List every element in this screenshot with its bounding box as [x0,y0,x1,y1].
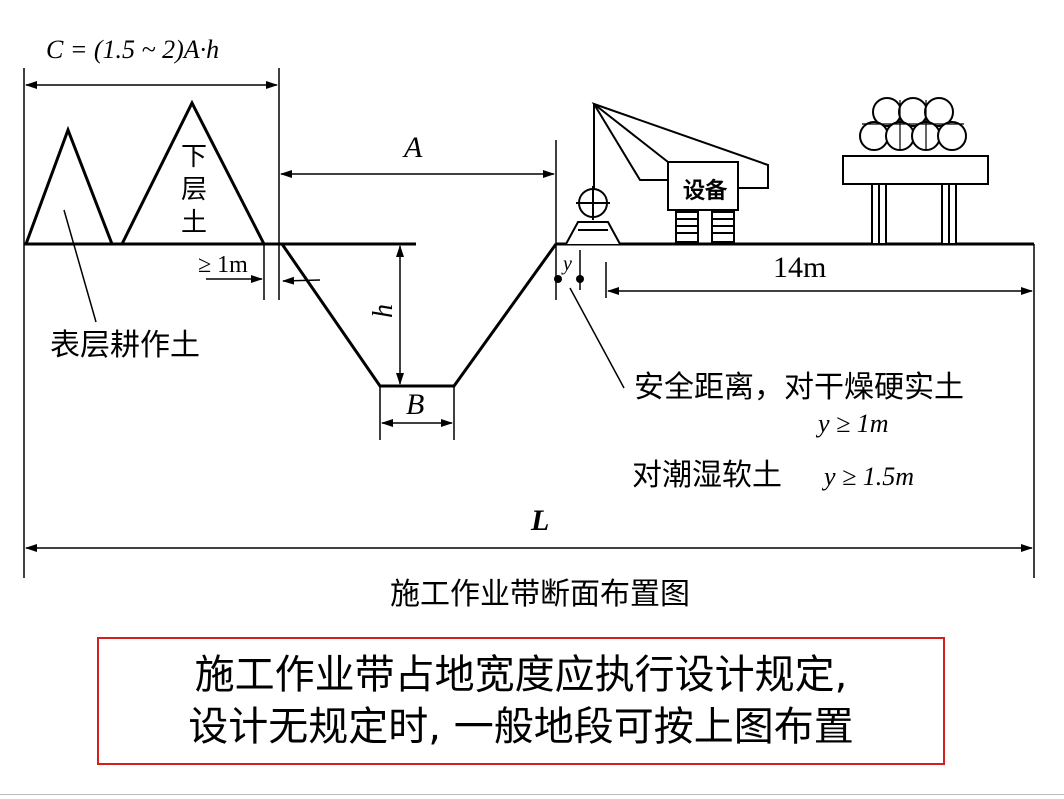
label-h: h [368,304,399,318]
y-leader-line [569,287,625,389]
trench-profile [280,243,558,388]
pipe-stack [842,97,989,245]
pipe-section [565,186,621,245]
y-dot-right [576,275,584,283]
min-setback-label: ≥ 1m [198,252,248,278]
bottom-divider [0,794,1064,795]
subsoil-char-3: 土 [181,208,207,238]
label-L: L [530,504,549,537]
topsoil-leader-line [63,209,97,323]
crane-equipment [591,102,769,243]
safety-distance-text: 安全距离，对干燥硬实土 [634,370,964,405]
label-A: A [402,131,423,164]
formula-C: C = (1.5 ~ 2)A·h [46,35,219,64]
note-line-2: 设计无规定时, 一般地段可按上图布置 [188,704,854,750]
topsoil-pile [24,125,114,245]
subsoil-pile [120,99,266,245]
note-box: 施工作业带占地宽度应执行设计规定, 设计无规定时, 一般地段可按上图布置 [97,637,945,765]
label-B: B [406,388,424,421]
equipment-label: 设备 [683,178,728,204]
label-y: y [561,253,572,275]
subsoil-char-2: 层 [181,175,207,205]
wet-soil-text: 对潮湿软土 [632,458,782,493]
subsoil-char-1: 下 [181,142,207,172]
setback-arrow-right [282,276,321,285]
note-line-1: 施工作业带占地宽度应执行设计规定, [194,652,848,698]
diagram-caption: 施工作业带断面布置图 [390,577,690,612]
wet-soil-value: y ≥ 1.5m [821,462,914,491]
topsoil-label: 表层耕作土 [50,328,200,363]
y-dot-left [554,275,562,283]
extension-lines [23,68,1035,578]
safety-distance-value: y ≥ 1m [815,409,889,438]
label-14m: 14m [773,251,826,284]
